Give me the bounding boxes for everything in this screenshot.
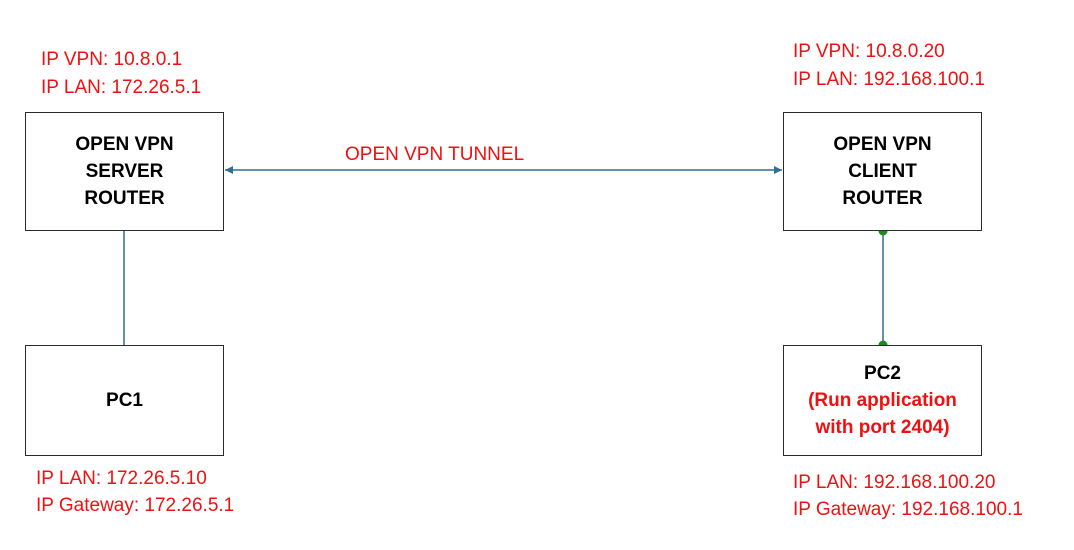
pc2-note-line-2: with port 2404) (815, 417, 950, 438)
client-router-line-3: ROUTER (842, 188, 923, 209)
pc2-name: PC2 (864, 363, 901, 384)
pc1-box: PC1 (25, 345, 224, 456)
server-router-line-3: ROUTER (84, 188, 165, 209)
server-router-line-2: SERVER (85, 161, 164, 182)
pc1-name: PC1 (106, 390, 143, 411)
client-ip-lan: IP LAN: 192.168.100.1 (793, 69, 985, 90)
client-router-box: OPEN VPN CLIENT ROUTER (783, 112, 982, 231)
client-router-line-2: CLIENT (848, 161, 917, 182)
server-ip-vpn: IP VPN: 10.8.0.1 (41, 49, 183, 70)
server-router-box: OPEN VPN SERVER ROUTER (25, 112, 224, 231)
pc1-ip-gateway: IP Gateway: 172.26.5.1 (36, 495, 235, 516)
server-router-line-1: OPEN VPN (75, 134, 174, 155)
pc2-ip-gateway: IP Gateway: 192.168.100.1 (793, 499, 1023, 520)
pc2-ip-lan: IP LAN: 192.168.100.20 (793, 472, 996, 493)
pc2-note-line-1: (Run application (808, 390, 957, 411)
pc2-box: PC2 (Run application with port 2404) (783, 345, 982, 456)
tunnel-label: OPEN VPN TUNNEL (345, 144, 525, 165)
server-ip-lan: IP LAN: 172.26.5.1 (41, 77, 202, 98)
pc1-ip-lan: IP LAN: 172.26.5.10 (36, 468, 207, 489)
client-ip-vpn: IP VPN: 10.8.0.20 (793, 41, 945, 62)
client-router-line-1: OPEN VPN (833, 134, 932, 155)
